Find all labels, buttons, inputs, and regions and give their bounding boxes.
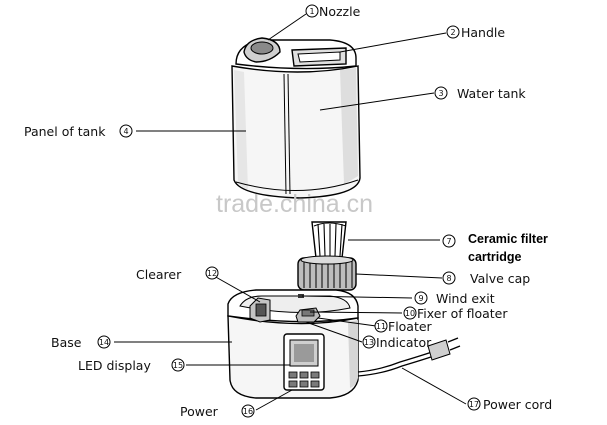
svg-text:10: 10 (405, 309, 415, 318)
svg-text:1: 1 (309, 7, 314, 16)
label-power: Power (180, 404, 219, 419)
marker-water-tank: 3 (434, 86, 448, 100)
label-valve-cap: Valve cap (470, 271, 530, 286)
marker-handle: 2 (446, 25, 460, 39)
labels: Nozzle Handle Water tank Panel of tank C… (24, 4, 552, 419)
svg-text:11: 11 (376, 322, 386, 331)
label-handle: Handle (461, 25, 505, 40)
water-tank-illustration (231, 37, 361, 199)
svg-text:17: 17 (469, 400, 479, 409)
marker-power-cord: 17 (467, 397, 481, 411)
svg-text:15: 15 (173, 361, 183, 370)
label-indicator: Indicator (376, 335, 432, 350)
label-water-tank: Water tank (457, 86, 526, 101)
marker-led-display: 15 (171, 358, 185, 372)
svg-text:13: 13 (364, 338, 374, 347)
label-floater: Floater (388, 319, 433, 334)
svg-text:16: 16 (243, 407, 253, 416)
svg-text:12: 12 (207, 269, 217, 278)
label-power-cord: Power cord (483, 397, 552, 412)
label-ceramic-filter: Ceramic filter (468, 232, 548, 246)
marker-floater: 11 (374, 319, 388, 333)
marker-base: 14 (97, 335, 111, 349)
label-panel-of-tank: Panel of tank (24, 124, 106, 139)
marker-nozzle: 1 (305, 4, 319, 18)
svg-text:9: 9 (418, 294, 423, 303)
label-fixer-of-floater: Fixer of floater (417, 306, 508, 321)
watermark: trade.china.cn (216, 190, 373, 218)
marker-power: 16 (241, 404, 255, 418)
marker-fixer-of-floater: 10 (403, 306, 417, 320)
marker-indicator: 13 (362, 335, 376, 349)
label-base: Base (51, 335, 82, 350)
label-ceramic-filter-line2: cartridge (468, 250, 522, 264)
svg-text:3: 3 (438, 89, 443, 98)
base-illustration (227, 289, 359, 399)
marker-wind-exit: 9 (414, 291, 428, 305)
svg-text:7: 7 (446, 237, 451, 246)
power-cord-illustration (357, 337, 461, 377)
label-nozzle: Nozzle (319, 4, 361, 19)
svg-text:8: 8 (446, 274, 451, 283)
ceramic-filter-illustration (311, 221, 347, 259)
callout-lines (114, 13, 467, 411)
svg-text:14: 14 (99, 338, 109, 347)
number-markers: 1 2 3 4 7 8 9 10 (97, 4, 481, 418)
marker-valve-cap: 8 (442, 271, 456, 285)
label-wind-exit: Wind exit (436, 291, 495, 306)
label-clearer: Clearer (136, 267, 182, 282)
svg-text:4: 4 (123, 127, 128, 136)
valve-cap-illustration (297, 255, 357, 291)
marker-ceramic-filter: 7 (442, 234, 456, 248)
svg-text:2: 2 (450, 28, 455, 37)
marker-clearer: 12 (205, 266, 219, 280)
marker-panel-of-tank: 4 (119, 124, 133, 138)
label-led-display: LED display (78, 358, 151, 373)
